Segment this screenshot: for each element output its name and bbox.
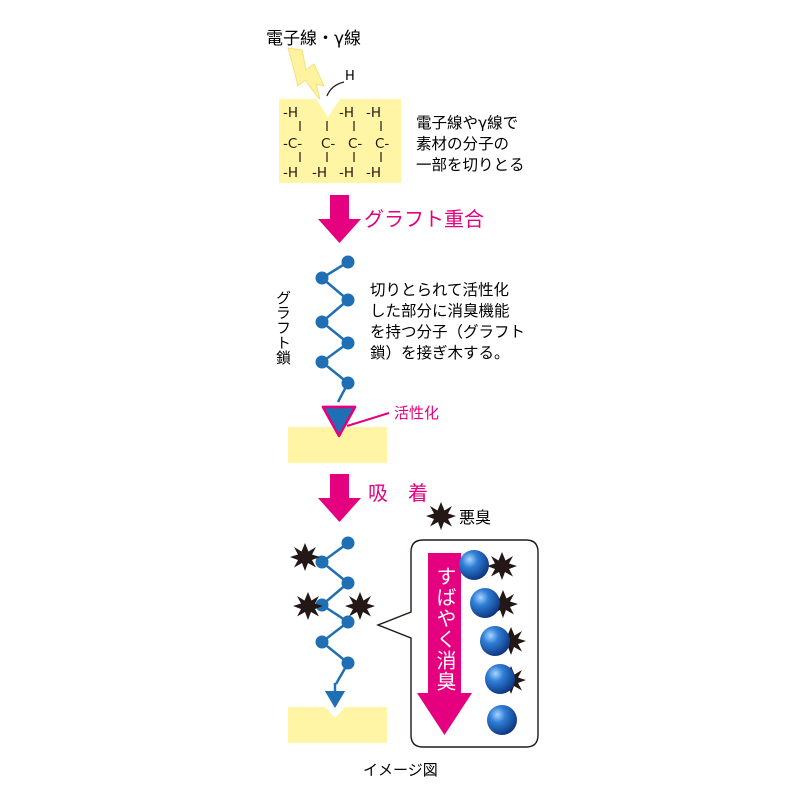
detached-bond bbox=[326, 81, 345, 97]
svg-text:素材の分子の: 素材の分子の bbox=[416, 135, 509, 153]
down-arrow-icon bbox=[318, 195, 361, 243]
deodorizer-sphere-icon bbox=[487, 705, 517, 735]
substrate-notch bbox=[325, 707, 345, 718]
lightning-icon bbox=[287, 47, 325, 101]
svg-text:-H: -H bbox=[339, 105, 354, 121]
radiation-label: 電子線・γ線 bbox=[266, 29, 361, 49]
activated-pointer bbox=[346, 412, 390, 427]
svg-text:-H: -H bbox=[339, 165, 354, 181]
odor-burst-icon bbox=[293, 592, 323, 620]
material-molecule-box bbox=[279, 99, 401, 183]
svg-text:切りとられて活性化: 切りとられて活性化 bbox=[370, 281, 509, 299]
explanation-graft: 切りとられて活性化 した部分に消臭機能 を持つ分子（グラフト 鎖）を接ぎ木する。 bbox=[370, 281, 525, 362]
svg-text:した部分に消臭機能: した部分に消臭機能 bbox=[370, 302, 510, 320]
molecule-carbon-row: -C- C- C- C- bbox=[283, 136, 389, 152]
explanation-cut: 電子線やγ線で 素材の分子の 一部を切りとる bbox=[416, 114, 525, 174]
deodorizer-spheres bbox=[459, 550, 526, 735]
bound-site-icon bbox=[325, 691, 345, 708]
molecule-vertical-bonds-top bbox=[299, 121, 382, 131]
odor-burst-icon bbox=[345, 592, 375, 620]
svg-text:-H: -H bbox=[366, 165, 381, 181]
deodorizer-sphere-icon bbox=[459, 550, 489, 580]
svg-text:-H: -H bbox=[283, 165, 298, 181]
odor-burst-icon bbox=[290, 543, 320, 571]
molecule-bead-icon bbox=[315, 536, 355, 670]
activated-site-icon bbox=[321, 405, 357, 438]
svg-text:-C-: -C- bbox=[283, 136, 302, 152]
svg-text:C-: C- bbox=[321, 136, 335, 152]
molecule-bottom-row: -H -H -H -H bbox=[283, 165, 381, 181]
cut-notch bbox=[316, 99, 340, 117]
deodorizer-sphere-icon bbox=[470, 588, 500, 618]
down-arrow-icon bbox=[318, 474, 361, 522]
activated-label: 活性化 bbox=[394, 404, 439, 422]
step-graft-polymerization: グラフト重合 bbox=[364, 207, 484, 231]
svg-text:を持つ分子（グラフト: を持つ分子（グラフト bbox=[370, 323, 525, 341]
quick-deodorize-arrow-icon bbox=[417, 553, 472, 735]
deodorizer-sphere-icon bbox=[485, 664, 515, 694]
svg-text:-H: -H bbox=[366, 105, 381, 121]
svg-text:電子線やγ線で: 電子線やγ線で bbox=[416, 114, 518, 132]
svg-text:鎖）を接ぎ木する。: 鎖）を接ぎ木する。 bbox=[370, 344, 510, 362]
svg-text:-H: -H bbox=[312, 165, 327, 181]
molecule-vertical-bonds-bottom bbox=[299, 152, 382, 162]
graft-chain-label: グラフト鎖 bbox=[274, 290, 292, 365]
detached-hydrogen: H bbox=[345, 69, 355, 84]
molecule-bead-icon bbox=[315, 255, 355, 390]
molecule-top-row: -H -H -H bbox=[283, 105, 381, 121]
quick-deodorize-label: すばやく消臭 bbox=[433, 566, 457, 692]
image-caption: イメージ図 bbox=[363, 761, 438, 779]
odor-burst-icon bbox=[426, 502, 456, 530]
svg-text:一部を切りとる: 一部を切りとる bbox=[416, 156, 525, 174]
odor-label: 悪臭 bbox=[459, 508, 491, 527]
deodorizer-sphere-icon bbox=[480, 626, 510, 656]
step-adsorption: 吸 着 bbox=[368, 481, 428, 505]
svg-text:-H: -H bbox=[283, 105, 298, 121]
svg-text:C-: C- bbox=[375, 136, 389, 152]
graft-chain-bottom bbox=[315, 536, 355, 708]
svg-text:C-: C- bbox=[348, 136, 362, 152]
